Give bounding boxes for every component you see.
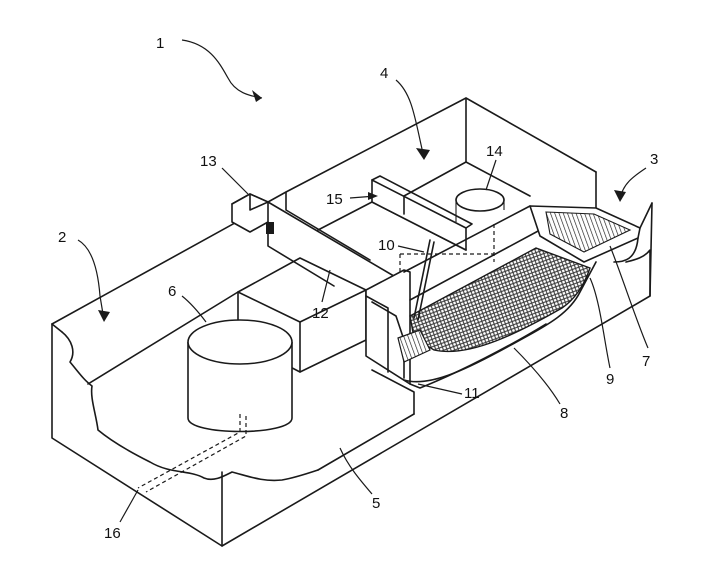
label-6: 6 — [168, 283, 176, 300]
filter-trough — [365, 202, 653, 389]
label-14: 14 — [486, 143, 503, 160]
leader-lines — [77, 39, 649, 523]
end-grate — [397, 329, 431, 363]
label-5: 5 — [372, 495, 380, 512]
label-15: 15 — [326, 191, 343, 208]
upper-tank-4 — [231, 97, 597, 287]
label-13: 13 — [200, 153, 217, 170]
label-1: 1 — [156, 35, 164, 52]
outlet-square — [266, 222, 274, 234]
reference-labels: 1 2 3 4 5 6 7 8 9 10 11 12 13 14 15 16 — [58, 35, 658, 542]
label-3: 3 — [650, 151, 658, 168]
outer-tank — [51, 202, 653, 547]
label-12: 12 — [312, 305, 329, 322]
label-7: 7 — [642, 353, 650, 370]
end-cap-7-hatch — [545, 211, 632, 253]
label-2: 2 — [58, 229, 66, 246]
mesh-basket-8 — [409, 247, 591, 353]
label-9: 9 — [606, 371, 614, 388]
cylinder-6 — [137, 319, 293, 493]
label-4: 4 — [380, 65, 388, 82]
label-10: 10 — [378, 237, 395, 254]
label-8: 8 — [560, 405, 568, 422]
label-11: 11 — [464, 385, 480, 402]
label-16: 16 — [104, 525, 121, 542]
